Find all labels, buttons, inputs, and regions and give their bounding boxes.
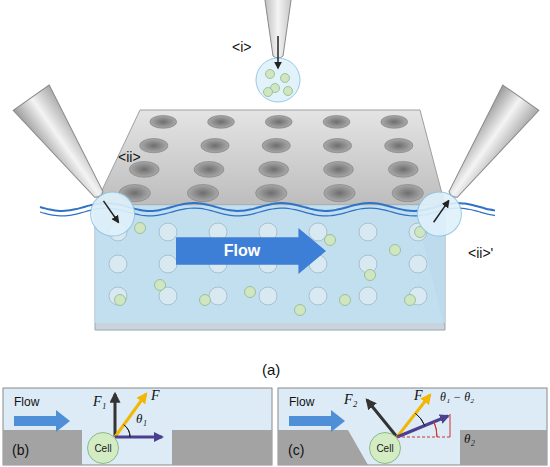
pipette-i	[256, 0, 300, 102]
well-hole	[262, 139, 290, 153]
flow-arrow-label: Flow	[176, 228, 326, 274]
guide-horizontal	[397, 437, 452, 438]
panel-b	[3, 388, 272, 465]
well-hole	[140, 139, 168, 153]
substrate	[278, 430, 547, 465]
flow-arrow	[14, 410, 70, 432]
well-hole	[323, 139, 351, 153]
water	[95, 205, 445, 323]
cell-dot	[340, 295, 351, 306]
angle-arc	[434, 422, 437, 437]
well-hole	[392, 185, 423, 202]
force-label: F	[414, 388, 423, 403]
well-hole-front	[159, 255, 177, 273]
panel-frame	[278, 388, 547, 465]
force-label: F₁	[93, 394, 106, 409]
well-hole-front	[359, 287, 377, 305]
pipette-ii	[13, 85, 143, 245]
block-front-face	[95, 205, 445, 330]
motion-arrow	[434, 201, 449, 222]
well-hole-front	[209, 287, 227, 305]
force-component	[397, 416, 448, 437]
cell-circle: Cell	[87, 432, 119, 464]
force-f	[115, 394, 146, 437]
angle-arc	[124, 425, 130, 437]
cell-dot	[281, 74, 290, 83]
cell-dot	[266, 70, 275, 79]
cell-dot	[365, 270, 376, 281]
panel-label: (c)	[288, 443, 304, 458]
step-label: <i>	[232, 40, 251, 55]
cell-dot	[200, 295, 211, 306]
motion-arrow	[277, 36, 279, 68]
well-hole	[265, 116, 292, 129]
force-label: F	[151, 388, 160, 403]
angle-label: θ₁	[136, 412, 147, 426]
angle-label: θ₁ − θ₂	[440, 391, 474, 404]
droplet	[409, 183, 470, 244]
well-hole-front	[159, 223, 177, 241]
pipette-body	[434, 85, 539, 209]
block-top-face	[95, 110, 445, 205]
well-hole	[324, 162, 354, 178]
well-hole	[388, 162, 418, 178]
pipette-body	[13, 85, 118, 209]
well-hole-front	[409, 255, 427, 273]
well-hole-front	[109, 287, 127, 305]
force-label: F₂	[344, 392, 357, 407]
well-hole	[201, 139, 229, 153]
well-hole	[381, 116, 408, 129]
pipette-ii-prime	[409, 85, 539, 245]
guide-vertical	[450, 414, 451, 437]
cell-circle: Cell	[369, 432, 401, 464]
panel-frame	[3, 388, 272, 465]
cell-dot	[284, 87, 293, 96]
well-hole	[385, 139, 413, 153]
well-hole	[194, 162, 224, 178]
panel-label: (b)	[12, 443, 29, 458]
force-component	[115, 436, 162, 439]
cell-dot	[135, 223, 146, 234]
cell-dot	[295, 305, 306, 316]
flow-label: Flow	[289, 396, 314, 409]
cell-dot	[325, 235, 336, 246]
droplet	[82, 183, 143, 244]
node-text: Flow	[224, 242, 260, 260]
well-hole	[259, 162, 289, 178]
flow-arrow	[289, 410, 345, 432]
node-text: Cell	[94, 443, 111, 454]
angle-arc	[416, 413, 425, 425]
angle-label: θ₂	[464, 432, 475, 446]
well-hole-front	[259, 287, 277, 305]
well-hole-front	[109, 255, 127, 273]
step-label: <ii>'	[468, 246, 493, 261]
cell-dot	[155, 280, 166, 291]
well-hole	[323, 116, 350, 129]
panel-a	[13, 0, 539, 330]
motion-arrow	[103, 201, 118, 222]
well-hole	[324, 185, 355, 202]
well-hole	[187, 185, 218, 202]
arrow-fill	[176, 228, 326, 274]
well-hole	[256, 185, 287, 202]
well-hole-front	[309, 287, 327, 305]
cell-dot	[115, 295, 126, 306]
substrate	[3, 430, 272, 465]
cell-dot	[245, 287, 256, 298]
well-hole-front	[309, 223, 327, 241]
step-label: <ii>	[118, 150, 141, 165]
cell-dot	[405, 295, 416, 306]
force-f1	[114, 394, 117, 437]
panel-label: (a)	[262, 362, 280, 379]
flow-label: Flow	[14, 396, 39, 409]
well-hole	[208, 116, 235, 129]
panel-c	[278, 388, 547, 465]
cell-dot	[264, 88, 273, 97]
well-hole-front	[359, 223, 377, 241]
node-text: Cell	[376, 443, 393, 454]
cell-dot	[390, 245, 401, 256]
well-hole	[150, 116, 177, 129]
